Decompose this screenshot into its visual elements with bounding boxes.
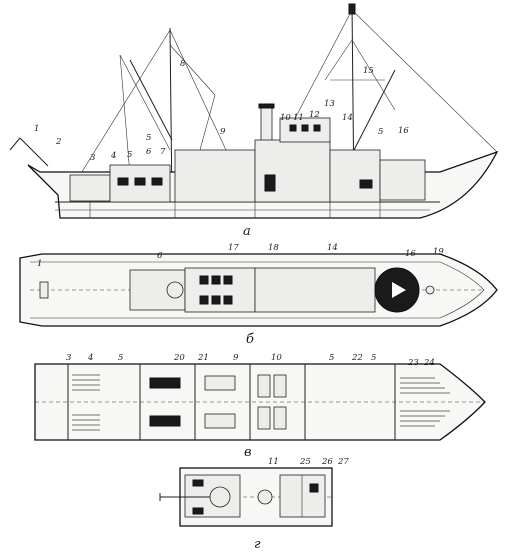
callout-lower-21: 21	[197, 353, 209, 363]
callout-deck-17: 17	[228, 243, 239, 253]
callout-profile-16: 16	[398, 126, 409, 136]
lower-deck-plan-view: 3 4 5 20 21 9 10 5 22 5 23 24 в	[34, 353, 486, 460]
callout-deck-18: 18	[268, 243, 279, 253]
callout-lower-24: 24	[423, 358, 435, 368]
callout-profile-11: 11	[293, 113, 304, 123]
callout-profile-1: 1	[34, 124, 39, 134]
callout-deck-1: 1	[37, 259, 42, 269]
view-label-a: а	[243, 224, 251, 239]
bridge-deck-plan-view: 11 25 26 27 г	[159, 457, 349, 552]
callout-deck-6: 6	[157, 251, 163, 261]
side-profile-view: 1 2 3 4 5 6 7 5 8 9 10 11 12 13 14 5 16 …	[9, 3, 499, 239]
callout-profile-10: 10	[280, 113, 291, 123]
callout-profile-4: 4	[110, 151, 116, 161]
callout-profile-5b: 5	[146, 133, 151, 143]
callout-profile-2: 2	[55, 137, 61, 147]
callout-lower-5a: 5	[118, 353, 123, 363]
callout-bridge-11: 11	[268, 457, 279, 467]
view-label-g: г	[254, 537, 261, 552]
callout-bridge-25: 25	[299, 457, 311, 467]
callout-profile-13: 13	[324, 99, 335, 109]
callout-lower-5c: 5	[371, 353, 376, 363]
callout-lower-5b: 5	[329, 353, 334, 363]
callout-profile-3: 3	[90, 153, 95, 163]
callout-lower-3: 3	[66, 353, 71, 363]
callout-lower-10: 10	[271, 353, 282, 363]
callout-profile-7: 7	[160, 147, 166, 157]
upper-deck-plan-view: 1 6 17 18 14 16 19 б	[19, 243, 498, 347]
callout-lower-4: 4	[87, 353, 93, 363]
callout-profile-5a: 5	[127, 150, 132, 160]
callout-deck-14: 14	[327, 243, 338, 253]
callout-profile-8: 8	[180, 59, 186, 69]
callout-lower-20: 20	[173, 353, 185, 363]
callout-profile-5c: 5	[378, 127, 383, 137]
view-label-b: б	[246, 332, 254, 347]
callout-lower-9: 9	[233, 353, 239, 363]
callout-deck-16: 16	[405, 249, 416, 259]
callout-lower-23: 23	[407, 358, 419, 368]
callout-bridge-26: 26	[321, 457, 333, 467]
callout-profile-15: 15	[363, 66, 374, 76]
callout-lower-22: 22	[351, 353, 363, 363]
callout-deck-19: 19	[433, 247, 444, 257]
callout-profile-6: 6	[146, 147, 152, 157]
callout-bridge-27: 27	[337, 457, 349, 467]
callout-profile-14: 14	[342, 113, 353, 123]
callout-profile-12: 12	[309, 110, 320, 120]
view-label-v: в	[244, 445, 252, 460]
callout-profile-9: 9	[220, 127, 226, 137]
